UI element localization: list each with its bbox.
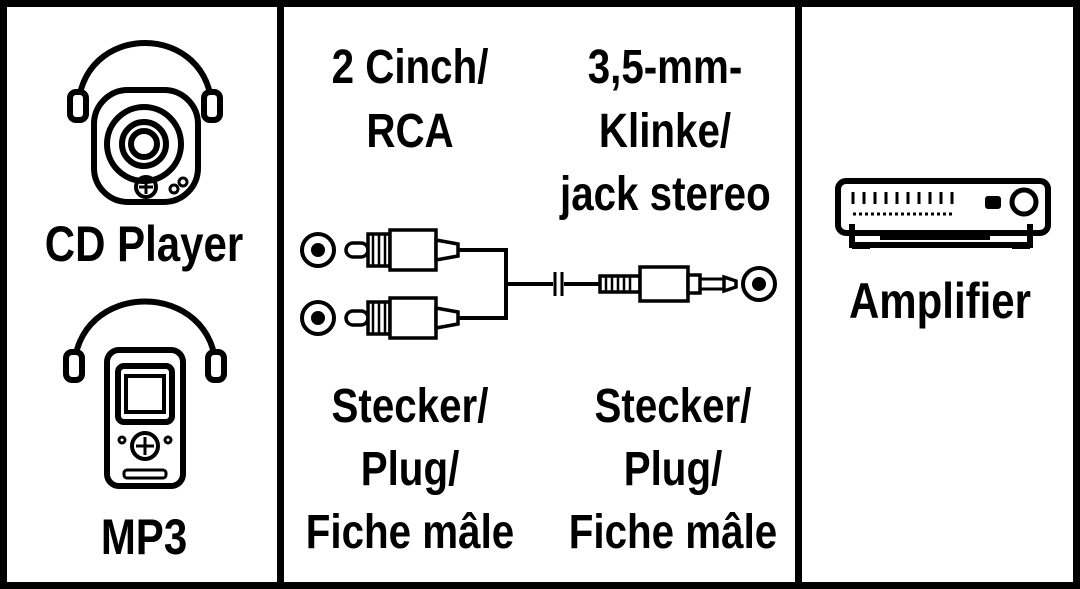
mp3-player-icon <box>63 298 227 489</box>
rca-plug-icon <box>344 228 460 340</box>
left-gender-line-1: Stecker/ <box>331 380 489 433</box>
right-connector-line-3: jack stereo <box>560 168 771 221</box>
right-gender-line-3: Fiche mâle <box>568 506 778 559</box>
left-connector-line-1: 2 Cinch/ <box>331 41 489 94</box>
jack-plug-icon <box>598 265 738 303</box>
left-connector-line-2: RCA <box>366 105 454 158</box>
cd-player-icon <box>67 40 223 205</box>
cd-player-label: CD Player <box>44 216 244 272</box>
right-gender-line-2: Plug/ <box>623 443 723 496</box>
rca-socket-icon <box>300 232 336 336</box>
left-gender-line-3: Fiche mâle <box>305 506 515 559</box>
divider-left <box>277 0 284 589</box>
right-gender-line-1: Stecker/ <box>594 380 752 433</box>
cable-line <box>458 248 600 320</box>
divider-right <box>795 0 802 589</box>
jack-socket-icon <box>741 266 777 302</box>
mp3-label: MP3 <box>100 509 188 565</box>
amplifier-label: Amplifier <box>848 273 1032 329</box>
right-connector-line-2: Klinke/ <box>598 105 732 158</box>
right-connector-line-1: 3,5-mm- <box>587 41 743 94</box>
left-gender-line-2: Plug/ <box>360 443 460 496</box>
amplifier-icon <box>835 178 1051 249</box>
